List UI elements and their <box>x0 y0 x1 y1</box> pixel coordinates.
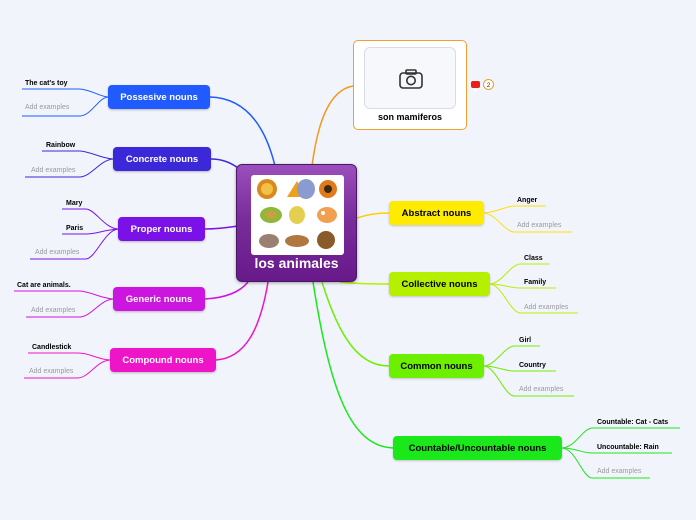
leaf-mary[interactable]: Mary <box>66 200 83 207</box>
leaf-rainbow[interactable]: Rainbow <box>46 142 76 149</box>
animals-image <box>251 175 344 255</box>
add-examples-countable[interactable]: Add examples <box>597 468 642 475</box>
leaf-girl[interactable]: Girl <box>519 337 532 344</box>
leaf-family[interactable]: Family <box>524 279 547 286</box>
central-topic-title: los animales <box>254 255 339 271</box>
image-placeholder[interactable] <box>364 47 456 109</box>
leaf-country[interactable]: Country <box>519 362 546 369</box>
attachment-count-badge[interactable]: 2 <box>483 79 494 90</box>
topic-generic-nouns[interactable]: Generic nouns <box>113 287 205 311</box>
topic-compound-nouns[interactable]: Compound nouns <box>110 348 216 372</box>
leaf-cat-are-animals[interactable]: Cat are animals. <box>17 282 71 289</box>
central-topic[interactable]: los animales <box>236 164 357 282</box>
topic-collective-nouns[interactable]: Collective nouns <box>389 272 490 296</box>
add-examples-possesive[interactable]: Add examples <box>25 104 70 111</box>
photo-topic-label: son mamiferos <box>377 112 443 122</box>
add-examples-compound[interactable]: Add examples <box>29 368 74 375</box>
topic-possesive-nouns[interactable]: Possesive nouns <box>108 85 210 109</box>
video-icon[interactable] <box>471 81 480 93</box>
leaf-uncountable-rain[interactable]: Uncountable: Rain <box>597 444 659 451</box>
add-examples-collective[interactable]: Add examples <box>524 304 569 311</box>
topic-proper-nouns[interactable]: Proper nouns <box>118 217 205 241</box>
leaf-class[interactable]: Class <box>524 255 543 262</box>
leaf-paris[interactable]: Paris <box>66 225 84 232</box>
add-examples-generic[interactable]: Add examples <box>31 307 76 314</box>
add-examples-abstract[interactable]: Add examples <box>517 222 562 229</box>
leaf-anger[interactable]: Anger <box>517 197 538 204</box>
topic-abstract-nouns[interactable]: Abstract nouns <box>389 201 484 225</box>
add-examples-common[interactable]: Add examples <box>519 386 564 393</box>
leaf-candlestick[interactable]: Candlestick <box>32 344 72 351</box>
add-examples-proper[interactable]: Add examples <box>35 249 80 256</box>
camera-icon <box>399 69 423 89</box>
leaf-countable-cat-cats[interactable]: Countable: Cat - Cats <box>597 419 669 426</box>
photo-topic[interactable]: son mamiferos <box>353 40 467 130</box>
topic-common-nouns[interactable]: Common nouns <box>389 354 484 378</box>
topic-concrete-nouns[interactable]: Concrete nouns <box>113 147 211 171</box>
add-examples-concrete[interactable]: Add examples <box>31 167 76 174</box>
topic-countable-uncountable-nouns[interactable]: Countable/Uncountable nouns <box>393 436 562 460</box>
leaf-the-cats-toy[interactable]: The cat's toy <box>25 80 68 87</box>
